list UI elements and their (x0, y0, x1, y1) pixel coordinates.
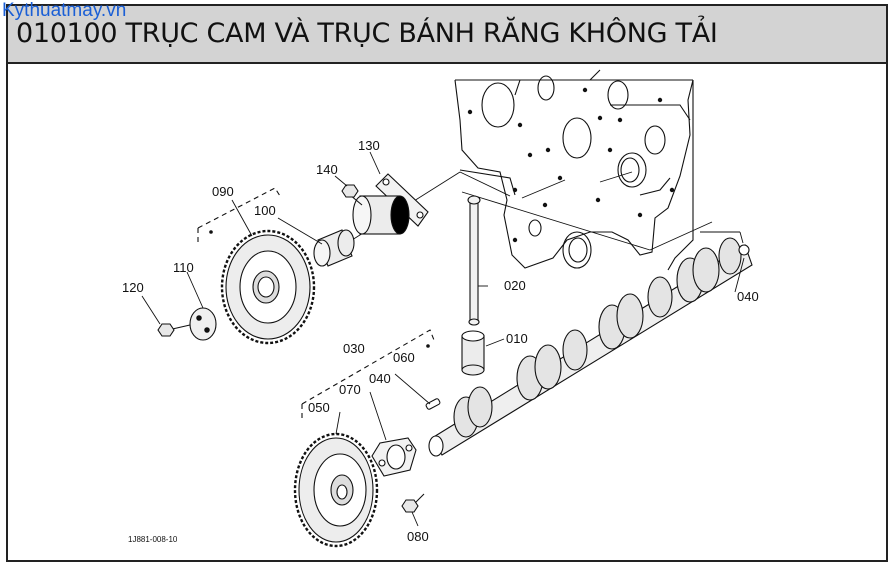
group-bracket-dots (209, 230, 430, 348)
part-labels: 010 020 030 040 040 050 060 070 080 090 … (122, 138, 759, 544)
push-rod (467, 195, 481, 326)
site-watermark: Kythuatmay.vn (2, 0, 127, 21)
label-140: 140 (316, 162, 338, 177)
figure-code: 1J881-008-10 (128, 535, 178, 544)
group-brackets (197, 187, 435, 422)
label-090: 090 (212, 184, 234, 199)
label-100: 100 (254, 203, 276, 218)
ball-040 (738, 244, 750, 256)
label-010: 010 (506, 331, 528, 346)
collar-110 (189, 307, 217, 341)
bolt-080 (401, 493, 425, 513)
idle-gear-shaft (352, 173, 429, 235)
thrust-plate (371, 437, 417, 477)
engine-block (454, 69, 694, 271)
label-070: 070 (339, 382, 361, 397)
bushing (313, 229, 355, 267)
label-060: 060 (393, 350, 415, 365)
title-bar: 010100 TRỤC CAM VÀ TRỤC BÁNH RĂNG KHÔNG … (8, 6, 886, 64)
label-120: 120 (122, 280, 144, 295)
page-title: 010100 TRỤC CAM VÀ TRỤC BÁNH RĂNG KHÔNG … (16, 18, 718, 49)
bolt-140 (341, 184, 363, 206)
tappet (461, 330, 485, 376)
label-130: 130 (358, 138, 380, 153)
label-080: 080 (407, 529, 429, 544)
camshaft-gear (293, 432, 379, 548)
engine-bolt-holes (467, 87, 675, 243)
label-040-ball: 040 (737, 289, 759, 304)
key-060 (425, 398, 441, 410)
idle-gear (220, 229, 316, 345)
label-030: 030 (343, 341, 365, 356)
bolt-120 (157, 323, 191, 337)
camshaft (428, 237, 753, 457)
leader-lines (141, 151, 745, 527)
label-050: 050 (308, 400, 330, 415)
diagram-frame: 010100 TRỤC CAM VÀ TRỤC BÁNH RĂNG KHÔNG … (6, 4, 888, 562)
label-020: 020 (504, 278, 526, 293)
label-110: 110 (173, 260, 194, 275)
label-040-cam: 040 (369, 371, 391, 386)
